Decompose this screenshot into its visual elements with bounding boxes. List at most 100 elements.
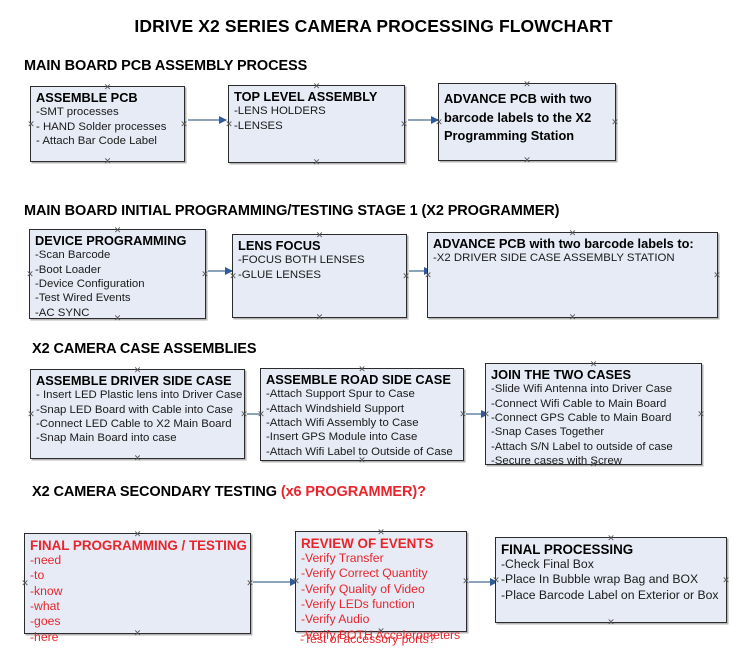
resize-handle-top[interactable] <box>589 360 598 369</box>
resize-handle-top[interactable] <box>133 530 142 539</box>
resize-handle-bottom[interactable] <box>103 157 112 166</box>
resize-handle-left[interactable] <box>229 272 238 281</box>
resize-handle-bottom[interactable] <box>358 456 367 465</box>
resize-handle-right[interactable] <box>402 272 411 281</box>
resize-handle-bottom[interactable] <box>315 313 324 322</box>
resize-handle-top[interactable] <box>133 366 142 375</box>
resize-handle-left[interactable] <box>257 410 266 419</box>
node-line: -Connect LED Cable to X2 Main Board <box>36 417 232 430</box>
node-final-programming-testing[interactable]: FINAL PROGRAMMING / TESTING -need -to -k… <box>21 530 251 644</box>
section-heading-text: X2 CAMERA CASE ASSEMBLIES <box>32 341 257 357</box>
section-heading-text: MAIN BOARD INITIAL PROGRAMMING/TESTING S… <box>24 203 560 219</box>
node-line: -Verify Correct Quantity <box>301 566 428 581</box>
node-title: JOIN THE TWO CASES <box>491 367 632 382</box>
node-line-overflow-test-accessory-ports: -Test of accessory ports? <box>300 632 436 646</box>
resize-handle-left[interactable] <box>292 577 301 586</box>
node-line: -Check Final Box <box>501 557 594 571</box>
node-line: -Boot Loader <box>35 263 101 276</box>
connector-assemble-pcb-to-top-level-assembly <box>188 115 227 124</box>
node-line: -FOCUS BOTH LENSES <box>238 254 365 267</box>
resize-handle-left[interactable] <box>27 410 36 419</box>
section-heading-x2-camera-secondary-testing: X2 CAMERA SECONDARY TESTING (x6 PROGRAMM… <box>32 484 426 500</box>
resize-handle-left[interactable] <box>27 120 36 129</box>
page-title: IDRIVE X2 SERIES CAMERA PROCESSING FLOWC… <box>134 16 613 36</box>
section-heading-main-board-pcb-assembly: MAIN BOARD PCB ASSEMBLY PROCESS <box>24 58 307 74</box>
resize-handle-top[interactable] <box>113 226 122 235</box>
resize-handle-left[interactable] <box>482 410 491 419</box>
resize-handle-top[interactable] <box>568 229 577 238</box>
node-line: -Slide Wifi Antenna into Driver Case <box>491 383 673 396</box>
resize-handle-top[interactable] <box>103 83 112 92</box>
resize-handle-left[interactable] <box>26 270 35 279</box>
node-title: ASSEMBLE PCB <box>36 90 138 105</box>
resize-handle-bottom[interactable] <box>523 156 532 165</box>
node-title: FINAL PROGRAMMING / TESTING <box>30 538 247 553</box>
resize-handle-bottom[interactable] <box>568 313 577 322</box>
node-review-of-events[interactable]: REVIEW OF EVENTS -Verify Transfer -Verif… <box>292 528 467 642</box>
resize-handle-top[interactable] <box>358 365 367 374</box>
node-line: -Attach Wifi Assembly to Case <box>266 416 419 429</box>
resize-handle-bottom[interactable] <box>133 454 142 463</box>
resize-handle-bottom[interactable] <box>133 629 142 638</box>
node-line: -Attach Support Spur to Case <box>266 388 415 401</box>
node-title: ASSEMBLE ROAD SIDE CASE <box>266 372 451 387</box>
node-line: - Insert LED Plastic lens into Driver Ca… <box>36 389 243 402</box>
node-line: -here <box>30 629 59 644</box>
resize-handle-top[interactable] <box>315 231 324 240</box>
node-line: -what <box>30 598 60 613</box>
section-heading-x2-camera-case-assemblies: X2 CAMERA CASE ASSEMBLIES <box>32 341 257 357</box>
resize-handle-right[interactable] <box>611 118 620 127</box>
node-line: -SMT processes <box>36 106 119 119</box>
resize-handle-left[interactable] <box>435 118 444 127</box>
node-assemble-pcb[interactable]: ASSEMBLE PCB -SMT processes - HAND Solde… <box>30 86 185 162</box>
resize-handle-bottom[interactable] <box>607 618 616 627</box>
resize-handle-left[interactable] <box>424 271 433 280</box>
node-line: -to <box>30 568 45 583</box>
node-assemble-road-side-case[interactable]: ASSEMBLE ROAD SIDE CASE -Attach Support … <box>260 368 464 461</box>
node-line: -Test Wired Events <box>35 292 131 305</box>
node-final-processing[interactable]: FINAL PROCESSING -Check Final Box -Place… <box>495 537 727 623</box>
node-line: - HAND Solder processes <box>36 120 167 133</box>
node-line: - Attach Bar Code Label <box>36 134 157 147</box>
node-line: -Attach Windshield Support <box>266 402 405 415</box>
node-join-the-two-cases[interactable]: JOIN THE TWO CASES -Slide Wifi Antenna i… <box>482 360 702 467</box>
connector-top-level-assembly-to-advance-pcb <box>408 115 439 124</box>
resize-handle-bottom[interactable] <box>589 460 598 469</box>
resize-handle-top[interactable] <box>607 534 616 543</box>
connector-final-programming-to-review-of-events <box>253 577 298 586</box>
resize-handle-bottom[interactable] <box>113 314 122 323</box>
node-title: REVIEW OF EVENTS <box>301 536 434 551</box>
node-top-level-assembly[interactable]: TOP LEVEL ASSEMBLY -LENS HOLDERS -LENSES <box>228 85 405 163</box>
section-heading-accent: (x6 PROGRAMMER)? <box>280 484 426 500</box>
resize-handle-top[interactable] <box>523 80 532 89</box>
node-line: -X2 DRIVER SIDE CASE ASSEMBLY STATION <box>433 252 675 265</box>
section-heading-text: X2 CAMERA SECONDARY TESTING <box>32 484 281 500</box>
node-device-programming[interactable]: DEVICE PROGRAMMING -Scan Barcode -Boot L… <box>29 229 206 319</box>
resize-handle-left[interactable] <box>225 120 234 129</box>
node-line: -GLUE LENSES <box>238 268 321 281</box>
node-title: ADVANCE PCB with two barcode labels to: <box>433 236 694 251</box>
resize-handle-left[interactable] <box>492 576 501 585</box>
resize-handle-bottom[interactable] <box>312 158 321 167</box>
resize-handle-top[interactable] <box>377 528 386 537</box>
node-title: ADVANCE PCB with two barcode labels to t… <box>444 91 592 144</box>
node-line: -Snap Main Board into case <box>36 432 177 445</box>
resize-handle-right[interactable] <box>697 410 706 419</box>
node-line: -Verify LEDs function <box>301 596 415 611</box>
resize-handle-right[interactable] <box>713 271 722 280</box>
node-line: -Connect GPS Cable to Main Board <box>491 411 672 424</box>
node-advance-pcb-driver-side-case[interactable]: ADVANCE PCB with two barcode labels to: … <box>427 232 718 318</box>
node-title: DEVICE PROGRAMMING <box>35 233 187 248</box>
resize-handle-right[interactable] <box>722 576 731 585</box>
node-line: -LENS HOLDERS <box>234 105 326 118</box>
node-line: -Device Configuration <box>35 277 145 290</box>
node-assemble-driver-side-case[interactable]: ASSEMBLE DRIVER SIDE CASE - Insert LED P… <box>30 369 245 459</box>
node-line: -Snap LED Board with Cable into Case <box>36 403 233 416</box>
node-line: -need <box>30 553 62 567</box>
resize-handle-left[interactable] <box>21 579 30 588</box>
node-advance-pcb-programming-station[interactable]: ADVANCE PCB with two barcode labels to t… <box>438 83 616 161</box>
resize-handle-top[interactable] <box>312 82 321 91</box>
node-lens-focus[interactable]: LENS FOCUS -FOCUS BOTH LENSES -GLUE LENS… <box>232 234 407 318</box>
node-line: -Scan Barcode <box>35 249 111 262</box>
